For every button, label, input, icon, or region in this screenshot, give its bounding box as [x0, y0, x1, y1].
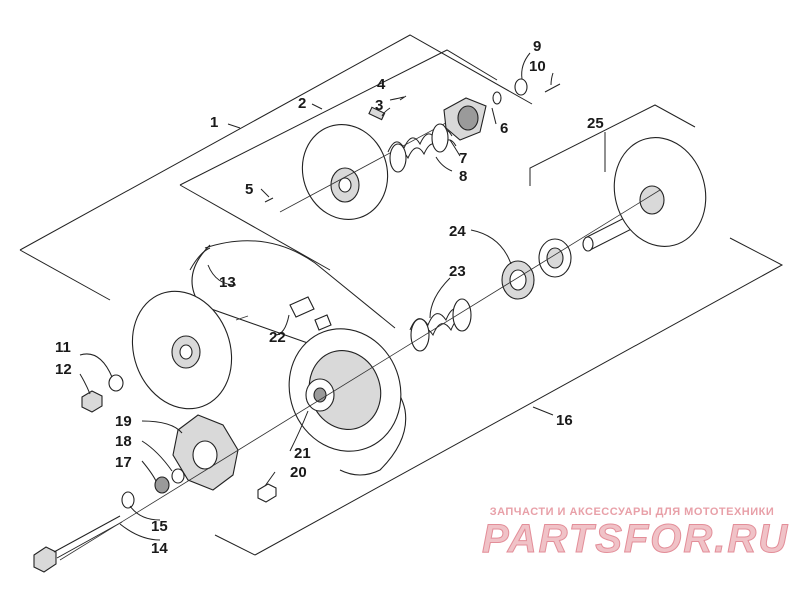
- fixed-sheave: [131, 290, 249, 410]
- washer-11: [108, 374, 124, 392]
- spider-6: [443, 97, 487, 141]
- group-2-outline: [179, 49, 498, 271]
- assembly-axis: [59, 189, 661, 561]
- clip-22: [289, 296, 332, 331]
- spring-8: [387, 123, 457, 173]
- nut-12: [81, 390, 103, 413]
- screw-4: [399, 95, 407, 101]
- callout-10: 10: [529, 58, 546, 75]
- bolt-14: [33, 515, 123, 573]
- watermark-tagline: ЗАПЧАСТИ И АКСЕССУАРЫ ДЛЯ МОТОТЕХНИКИ: [489, 506, 775, 518]
- driven-clutch: [288, 328, 402, 452]
- callout-24: 24: [449, 223, 466, 240]
- callout-12: 12: [55, 361, 72, 378]
- callout-labels: 1 2 3 4 5 6 7 8 9 10 11 12 13 14 15 16 1…: [55, 38, 604, 557]
- pin-10: [544, 83, 561, 93]
- callout-8: 8: [459, 168, 467, 185]
- ring-18: [171, 468, 185, 484]
- ring-small: [492, 91, 502, 105]
- callout-15: 15: [151, 518, 168, 535]
- callout-16: 16: [556, 412, 573, 429]
- driven-sheave-25: [582, 137, 707, 252]
- watermark-logo: PARTSFOR.RU: [482, 517, 790, 561]
- washer-17: [154, 476, 170, 494]
- group-16-outline: [214, 237, 784, 556]
- callout-14: 14: [151, 540, 168, 557]
- callout-4: 4: [377, 76, 386, 93]
- callout-20: 20: [290, 464, 307, 481]
- callout-6: 6: [500, 120, 508, 137]
- callout-23: 23: [449, 263, 466, 280]
- callout-25: 25: [587, 115, 604, 132]
- callout-17: 17: [115, 454, 132, 471]
- group-1-outline: [19, 34, 533, 301]
- callout-3: 3: [375, 97, 383, 114]
- callout-7: 7: [459, 150, 467, 167]
- washer-9: [514, 78, 528, 96]
- bearing-24: [501, 238, 572, 300]
- spring-23: [409, 298, 472, 352]
- callout-2: 2: [298, 95, 306, 112]
- callout-5: 5: [245, 181, 253, 198]
- pin-5: [264, 197, 274, 203]
- callout-13: 13: [219, 274, 236, 291]
- callout-9: 9: [533, 38, 541, 55]
- moveable-sheave-19: [172, 414, 239, 491]
- callout-22: 22: [269, 329, 286, 346]
- drive-sheave: [279, 109, 471, 221]
- callout-1: 1: [210, 114, 218, 131]
- group-25-outline: [529, 104, 696, 186]
- washer-15: [121, 491, 135, 509]
- callout-21: 21: [294, 445, 311, 462]
- leader-lines: [79, 52, 606, 541]
- watermark: ЗАПЧАСТИ И АКСЕССУАРЫ ДЛЯ МОТОТЕХНИКИ PA…: [482, 506, 790, 561]
- callout-18: 18: [115, 433, 132, 450]
- callout-11: 11: [55, 339, 71, 356]
- key-20: [257, 483, 277, 503]
- button-3: [368, 106, 386, 121]
- callout-19: 19: [115, 413, 132, 430]
